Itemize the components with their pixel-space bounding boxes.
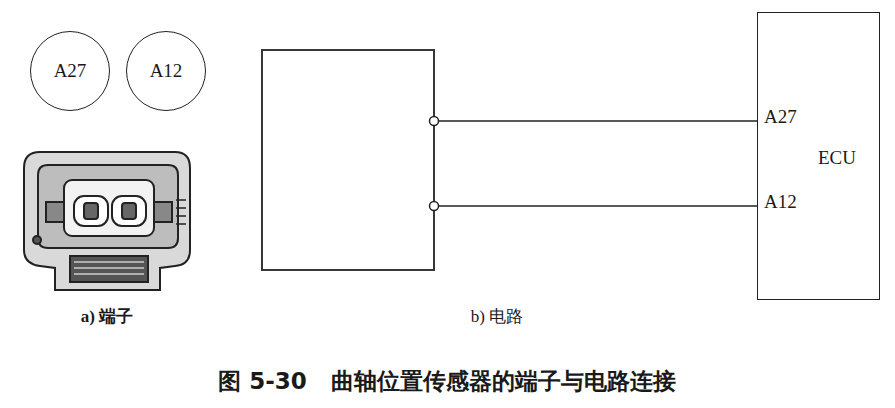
pin-name: A12 <box>764 191 797 213</box>
terminal-dot <box>430 202 439 211</box>
terminal-circle: A27 <box>30 31 110 111</box>
wire <box>439 120 757 122</box>
ecu-box: ECU <box>757 12 880 300</box>
terminal-dot <box>430 117 439 126</box>
pin-name: A27 <box>764 106 797 128</box>
unit-name: ECU <box>818 147 856 169</box>
sub-caption: b) 电路 <box>471 305 523 328</box>
pin-name: A27 <box>54 60 87 82</box>
sub-caption: a) 端子 <box>81 305 133 328</box>
pin-name: A12 <box>150 60 183 82</box>
figure-caption: 图 5-30 曲轴位置传感器的端子与电路连接 <box>218 366 676 397</box>
wire <box>439 205 757 207</box>
terminal-circle: A12 <box>126 31 206 111</box>
connector-illustration <box>24 152 190 290</box>
sensor-box <box>262 50 434 270</box>
